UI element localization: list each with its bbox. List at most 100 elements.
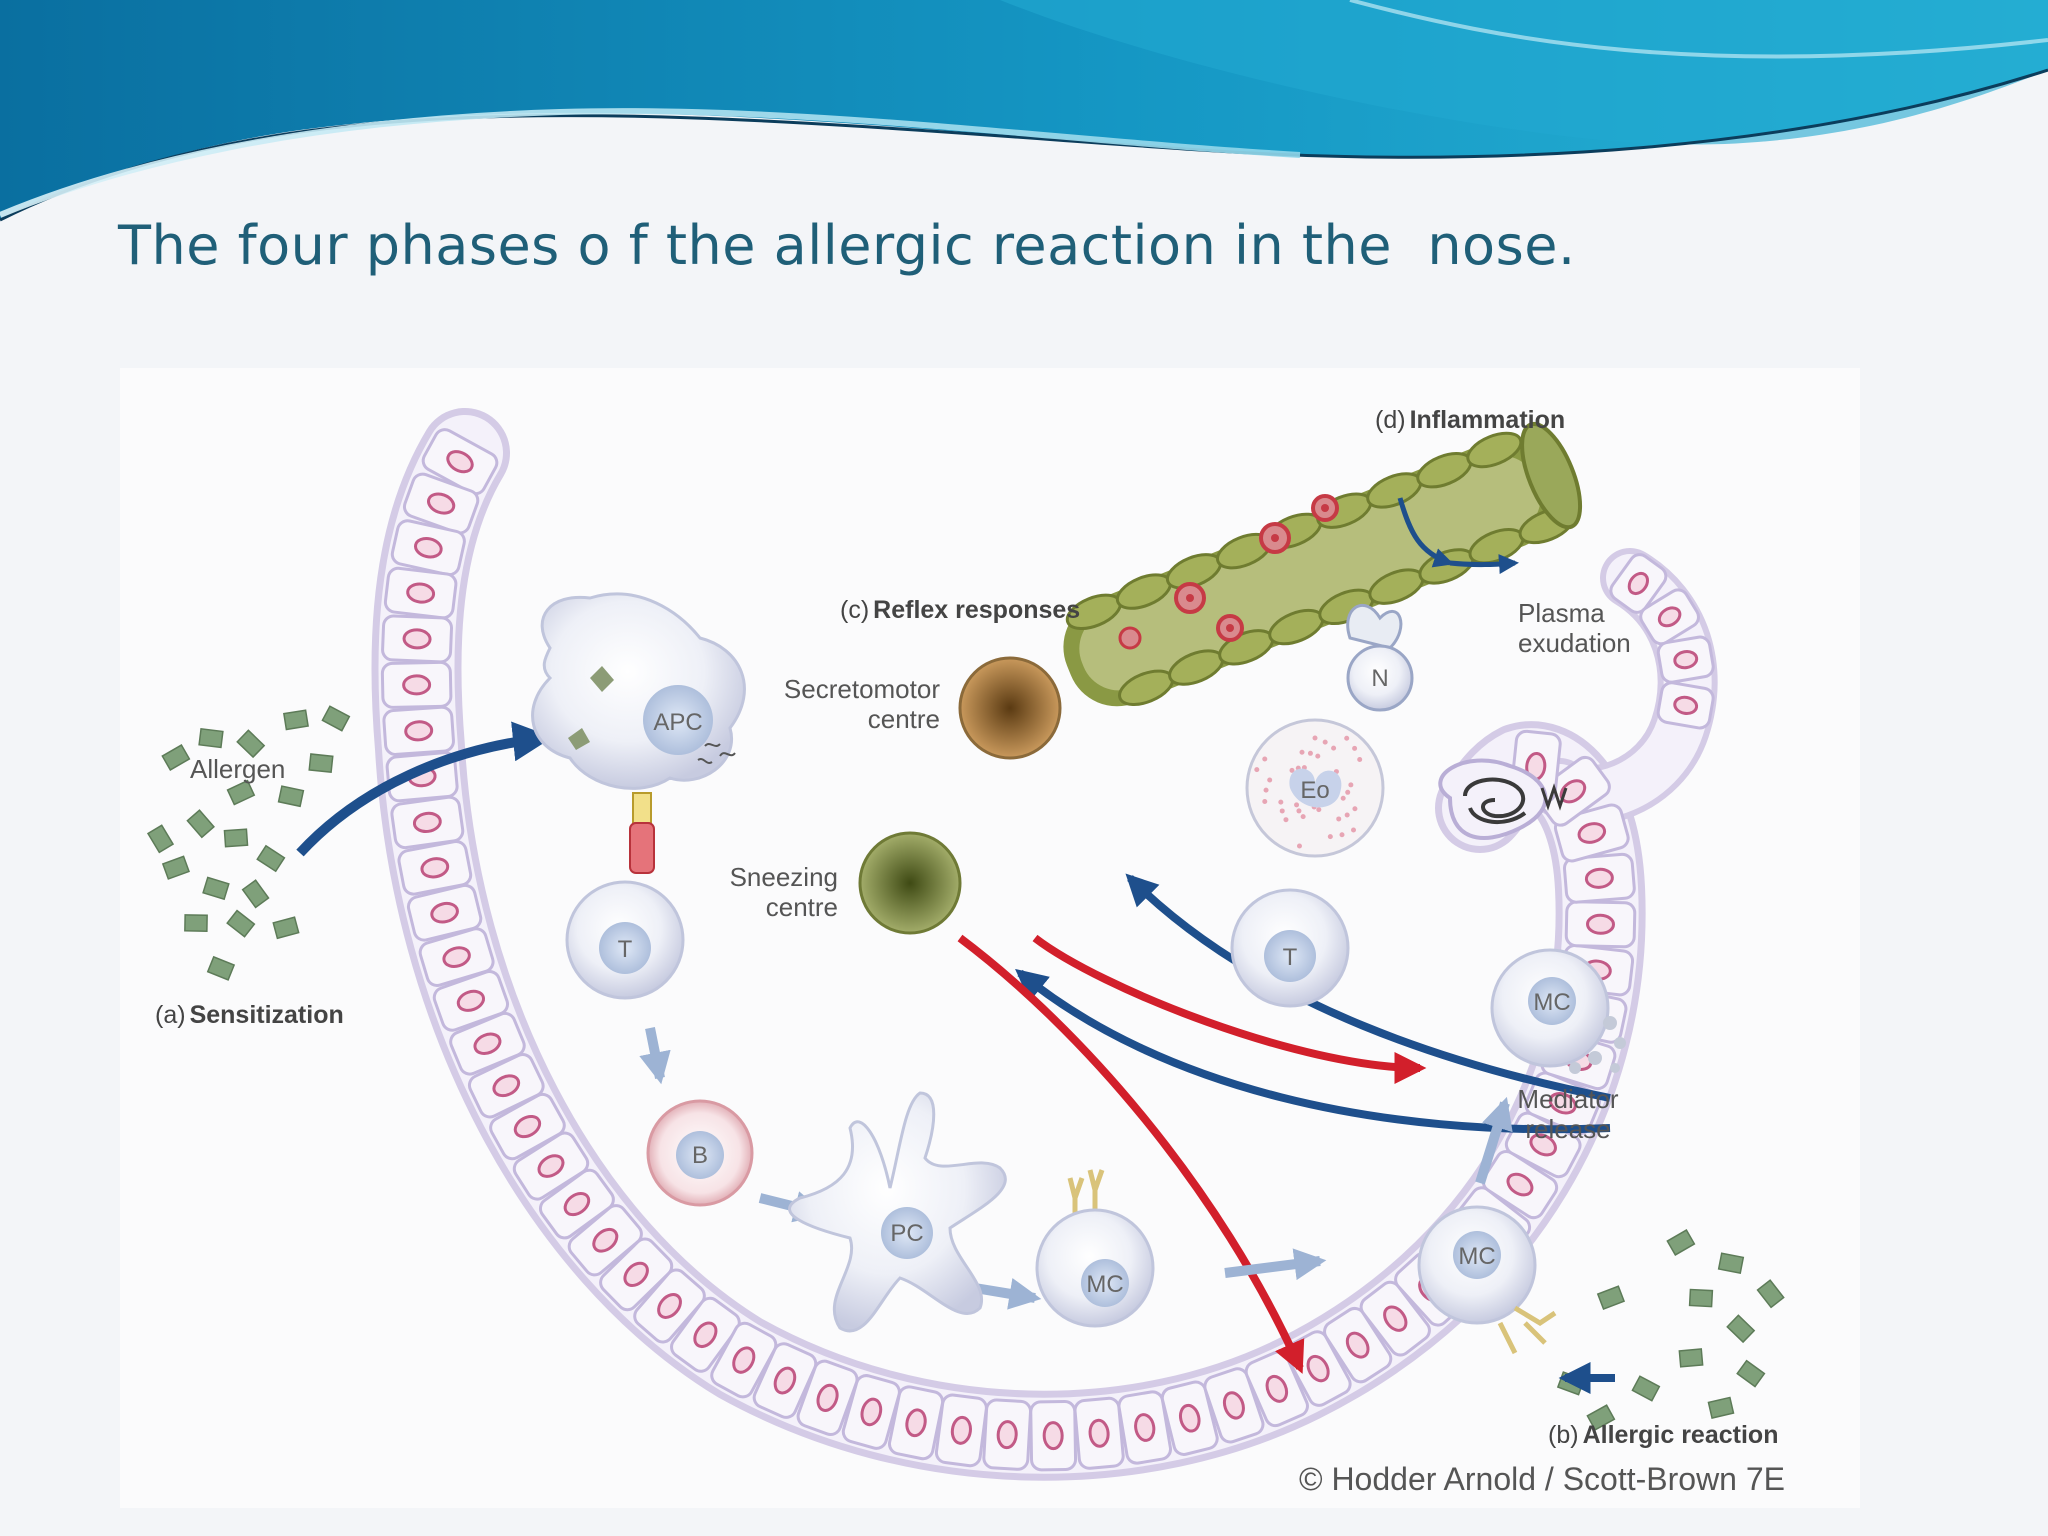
mast-cell-lower: MC — [1417, 1205, 1557, 1355]
allergen-particle — [1596, 1285, 1626, 1311]
allergen-particle — [241, 879, 270, 909]
epithelial-cell — [670, 1296, 741, 1373]
epithelial-cell — [449, 1011, 526, 1076]
mast-cell-degranulating-label: MC — [1533, 989, 1570, 1016]
epithelial-cell — [406, 883, 483, 942]
secretomotor-label-line1: Secretomotor — [784, 674, 940, 704]
epithelial-cell — [1481, 1149, 1559, 1220]
epithelial-cell — [1656, 681, 1715, 730]
mediator-release-arrow — [1475, 1096, 1513, 1185]
allergen-particle — [1688, 1288, 1714, 1308]
allergen-particle — [321, 705, 351, 732]
apc-cell: APC — [531, 592, 746, 790]
epithelial-cell — [1323, 1306, 1393, 1384]
slide-title: The four phases o f the allergic reactio… — [118, 214, 1576, 277]
epithelial-cell — [1073, 1396, 1125, 1470]
t-cell-left: T — [565, 880, 685, 1000]
epithelial-cell — [1609, 553, 1668, 614]
mast-cell-to-secretomotor-arrow — [1015, 968, 1611, 1134]
epithelial-cell — [887, 1385, 945, 1461]
allergen-particle — [272, 916, 300, 940]
sneezing-centre — [858, 831, 962, 935]
epithelial-cell — [796, 1359, 859, 1437]
epithelial-cell — [1203, 1367, 1265, 1444]
epithelial-cell — [402, 472, 480, 535]
epithelial-cell — [710, 1321, 778, 1399]
plasma-cell-label: PC — [890, 1220, 923, 1247]
phase-d-label: (d)Inflammation — [1375, 406, 1565, 434]
allergen-particles-right — [1556, 1229, 1785, 1431]
b-cell: B — [646, 1099, 754, 1207]
allergen-particle — [161, 855, 190, 880]
allergen-particle — [226, 909, 256, 938]
epithelial-cell — [489, 1092, 566, 1161]
allergen-particle — [226, 779, 256, 806]
neutrophil-cell: N — [1346, 604, 1414, 712]
header-wave-banner — [0, 0, 2048, 222]
t-cell-left-label: T — [618, 936, 633, 963]
epithelial-cell — [538, 1168, 615, 1240]
mc-to-mc-arrow — [1224, 1248, 1327, 1281]
allergen-particle — [1631, 1375, 1661, 1402]
epithelial-cell — [512, 1131, 590, 1201]
allergen-particle — [223, 828, 249, 848]
allergen-particle — [161, 744, 191, 771]
epithelial-cell — [383, 566, 458, 620]
secretomotor-centre — [958, 656, 1062, 760]
plasma-label-line2: exudation — [1518, 628, 1631, 658]
allergen-particle — [198, 728, 224, 749]
allergen-particle — [308, 753, 334, 774]
allergen-particles-left — [146, 705, 351, 981]
secretomotor-to-gland-arrow — [1032, 934, 1427, 1084]
phase-b-label: (b)Allergic reaction — [1548, 1421, 1778, 1449]
sensitization-arrow — [296, 721, 553, 857]
pc-to-mc-arrow — [974, 1278, 1042, 1310]
sneezing-label-line2: centre — [766, 892, 838, 922]
mast-cell-lower-label: MC — [1458, 1243, 1495, 1270]
epithelial-cells — [380, 428, 1715, 1472]
epithelial-cell — [633, 1268, 706, 1344]
copyright-credit: © Hodder Arnold / Scott-Brown 7E — [1299, 1461, 1785, 1497]
t-cell-right-label: T — [1283, 944, 1298, 971]
phase-a-label: (a)Sensitization — [155, 1001, 344, 1029]
eosinophil-label: Eo — [1300, 777, 1329, 804]
allergen-particle — [277, 785, 305, 808]
plasma-exudation-arrow — [1397, 497, 1454, 568]
eosinophil-cell: Eo — [1245, 718, 1385, 858]
red-blood-cells — [1118, 494, 1339, 650]
epithelial-cell — [1534, 755, 1611, 827]
gland — [1438, 758, 1568, 840]
epithelial-cell — [380, 660, 453, 709]
epithelial-cell — [418, 927, 495, 988]
epithelial-cell — [390, 795, 465, 850]
sneezing-to-nerve-arrow — [957, 934, 1305, 1374]
mast-cell-center: MC — [1035, 1169, 1155, 1328]
epithelial-cell — [934, 1393, 988, 1468]
allergic-reaction-diagram: N Eo — [146, 406, 1785, 1497]
allergen-particle — [206, 955, 236, 981]
b-cell-label: B — [692, 1142, 708, 1169]
epithelial-cell — [397, 839, 473, 896]
epithelial-cell — [599, 1237, 674, 1312]
mediator-label-line2: release — [1525, 1114, 1610, 1144]
allergen-particle — [184, 914, 208, 932]
t-to-b-arrow — [639, 1027, 671, 1085]
apc-label: APC — [653, 709, 702, 736]
epithelial-cell — [421, 428, 499, 496]
epithelial-cell — [390, 519, 466, 577]
allergen-particle — [236, 729, 266, 759]
allergen-particle — [1666, 1229, 1696, 1256]
epithelial-cell — [382, 705, 455, 756]
epithelial-cell — [841, 1374, 901, 1450]
allergen-particle — [1717, 1252, 1745, 1275]
allergen-particle — [1586, 1404, 1616, 1431]
mast-cell-to-sneezing-arrow — [1125, 873, 1611, 1102]
epithelial-cell — [467, 1052, 545, 1119]
epithelial-cell — [1359, 1280, 1431, 1357]
epithelial-cell — [381, 614, 454, 664]
epithelial-cell — [1562, 852, 1636, 904]
epithelial-cell — [982, 1398, 1033, 1471]
epithelial-cell — [567, 1204, 643, 1277]
mediator-label-line1: Mediator — [1517, 1084, 1618, 1114]
